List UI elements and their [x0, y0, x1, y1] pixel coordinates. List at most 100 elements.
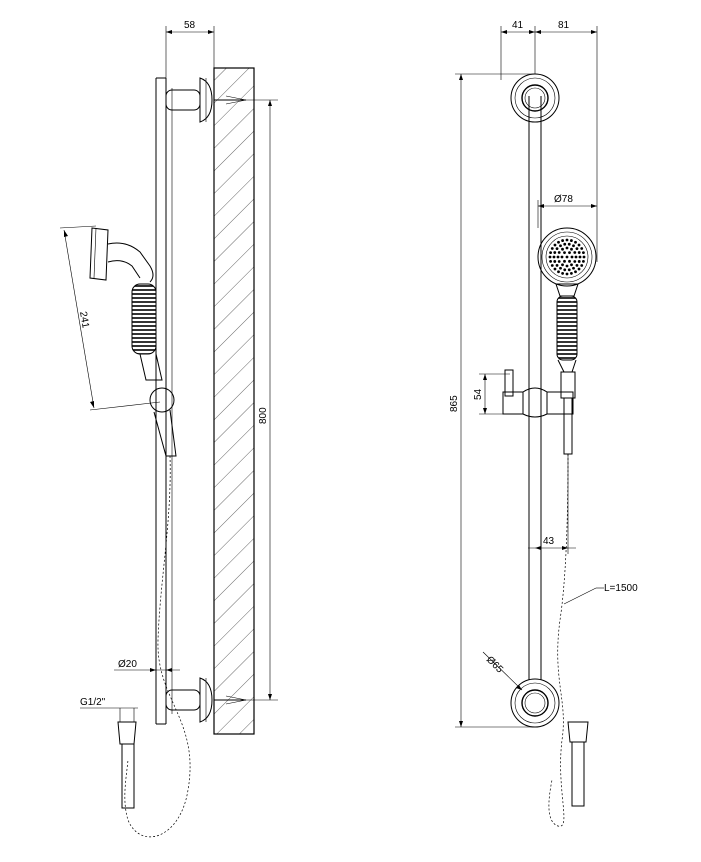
nozzle-dot [549, 260, 552, 263]
dim-241: 241 [59, 225, 161, 411]
dim-58: 58 [165, 20, 215, 80]
nozzle-dot [557, 260, 561, 263]
nozzle-dot [570, 263, 573, 267]
nozzle-dot [556, 255, 560, 259]
nozzle-dot [565, 255, 569, 259]
nozzle-dot [553, 267, 557, 271]
dim-connection-label: G1/2" [80, 697, 106, 708]
nozzle-dot [582, 251, 585, 255]
nozzle-dot [574, 270, 577, 274]
nozzle-dot [561, 247, 564, 251]
nozzle-dot [574, 255, 578, 259]
nozzle-dot [577, 260, 581, 263]
nozzle-dot [557, 240, 560, 244]
nozzle-dot [561, 239, 564, 242]
bottom-bracket-side [165, 677, 247, 723]
nozzle-dot [568, 251, 571, 255]
dim-bar-diameter-label: Ø20 [118, 659, 137, 670]
nozzle-dot [572, 266, 575, 270]
nozzle-dot [555, 263, 559, 267]
dim-65: Ø65 [482, 651, 523, 691]
nozzle-dot [550, 264, 554, 267]
nozzle-dot [567, 242, 571, 246]
nozzle-dot [575, 263, 579, 267]
dim-holder-offset-label: 43 [543, 536, 555, 547]
nozzle-dot [580, 247, 584, 250]
dim-41-81: 41 81 [500, 20, 598, 262]
hose-fitting-front [567, 721, 589, 807]
dim-flange-diameter-label: Ø65 [484, 654, 505, 675]
nozzle-dot [572, 244, 575, 248]
nozzle-dot [567, 268, 571, 272]
nozzle-dot [565, 264, 569, 268]
nozzle-dot [577, 251, 581, 254]
dim-865: 865 [449, 73, 535, 728]
nozzle-dot [570, 272, 573, 275]
slider-holder-front [502, 369, 574, 418]
nozzle-dot [555, 247, 559, 251]
top-flange-front [510, 73, 560, 123]
nozzle-dot [553, 251, 557, 254]
nozzle-dot [565, 272, 569, 276]
slide-bar-side [155, 77, 173, 725]
dim-hose-length-label: L=1500 [604, 583, 638, 594]
side-view: 58 800 241 Ø20 G1/2" [59, 20, 278, 838]
nozzle-dot [582, 255, 586, 259]
hose-side [124, 455, 191, 838]
nozzle-dot [570, 247, 573, 251]
nozzle-dot [563, 259, 566, 263]
nozzle-dot [563, 242, 567, 246]
dim-54: 54 [473, 373, 510, 415]
nozzle-dot [557, 270, 560, 274]
nozzle-dot [560, 255, 564, 259]
wall-section [213, 67, 255, 735]
nozzle-dot [570, 255, 574, 259]
nozzle-dot [582, 260, 585, 263]
nozzle-dot [553, 260, 557, 263]
nozzle-dot [570, 239, 573, 242]
nozzle-dot [561, 263, 564, 267]
nozzle-dot [580, 264, 584, 267]
dim-hose-length: L=1500 [563, 583, 638, 605]
dim-projection-label: 58 [184, 20, 196, 31]
dim-g12: G1/2" [80, 697, 138, 722]
dim-bar-length-label: 800 [258, 407, 269, 424]
nozzle-dot [552, 255, 556, 259]
nozzle-dot [565, 238, 569, 242]
dim-total-height-label: 865 [449, 395, 460, 412]
nozzle-dot [573, 251, 577, 254]
dim-800: 800 [246, 99, 278, 701]
nozzle-dot [574, 240, 577, 244]
handle-front [555, 283, 579, 455]
hose-front [548, 453, 569, 827]
nozzle-dot [577, 243, 581, 247]
nozzle-dot [561, 272, 564, 275]
nozzle-dot [557, 251, 561, 254]
nozzle-dot [577, 267, 581, 271]
nozzle-dot [549, 251, 552, 255]
dim-43: 43 [528, 454, 576, 554]
nozzle-dot [553, 243, 557, 247]
nozzle-dot [578, 255, 582, 259]
nozzle-dot [563, 268, 567, 272]
dim-20: Ø20 [114, 659, 180, 672]
dim-axis-to-head-label: 81 [558, 20, 570, 31]
dim-wall-to-axis-label: 41 [512, 20, 524, 31]
dim-holder-height-label: 54 [473, 388, 484, 400]
handshower-side [89, 227, 177, 457]
nozzle-dot [568, 259, 571, 263]
dim-78: Ø78 [537, 194, 597, 228]
nozzle-dot [548, 255, 552, 259]
front-view: 41 81 Ø78 865 54 [449, 20, 638, 827]
dim-head-diameter-label: Ø78 [554, 194, 573, 205]
nozzle-dot [559, 266, 562, 270]
nozzle-dot [573, 260, 577, 263]
shower-head-front [537, 227, 597, 287]
nozzle-dot [550, 247, 554, 250]
nozzle-dot [575, 247, 579, 251]
nozzle-dot [565, 246, 569, 250]
nozzle-dot [563, 251, 566, 255]
hose-fitting-side [117, 721, 137, 809]
dim-handshower-length-label: 241 [77, 311, 91, 330]
